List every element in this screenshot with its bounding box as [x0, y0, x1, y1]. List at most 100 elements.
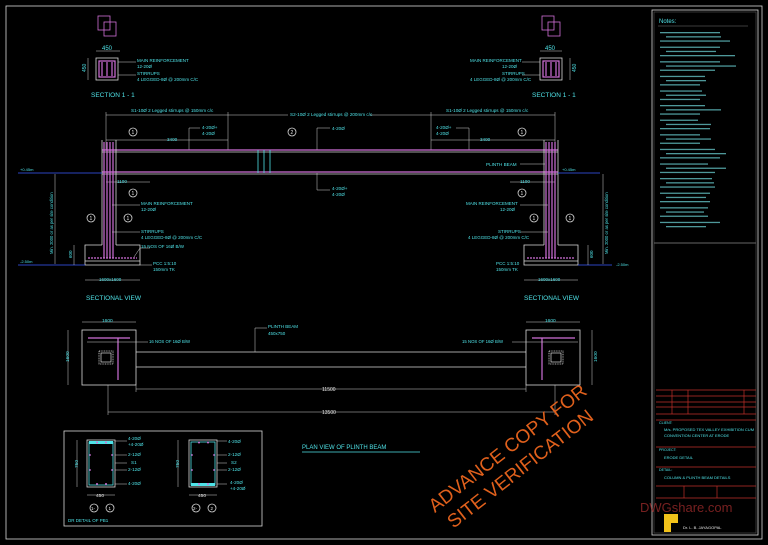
notes-line [660, 163, 708, 165]
drawing-title: COLUMN & PLINTH BEAM DETAILS [664, 475, 731, 480]
level-right: +0.45m [562, 167, 576, 172]
bars-top-end: 4-20Ø [202, 131, 215, 136]
section-title: SECTION 1 - 1 [532, 92, 576, 99]
stamp-line-1: ADVANCE COPY FOR [425, 381, 591, 517]
title-block: Notes: CLIENT: M/s. PROPOSED TEX VALLEY … [640, 19, 756, 532]
dim-1100: 1100 [520, 179, 530, 184]
left-column: +0.45m -2.50m Min. 2000 or as per site c… [18, 140, 203, 302]
notes-line [660, 119, 698, 121]
ground-level-left: -2.50m [20, 259, 33, 264]
footing-width: 1600 [102, 318, 113, 324]
project-location: ERODE DETAIL [664, 455, 694, 460]
notes-line [666, 65, 736, 67]
beam-width: 450 [96, 493, 104, 499]
stirrups-value: 4 LEGGED-8Ø @ 200mm C/C [137, 77, 199, 82]
section-marker: 1 [132, 191, 135, 197]
notes-line [660, 84, 700, 86]
notes-heading: Notes: [659, 19, 677, 25]
plan-view: 1600 1600 16 NOS OF 16Ø B/W PLINTH BEAM … [65, 318, 599, 453]
side-bars: 2-12Ø [228, 452, 241, 457]
stirrup-right-label: S1-10Ø 2 Legged stirrups @ 150mm c/c [446, 108, 529, 113]
notes-line [660, 157, 720, 159]
section-height-dim: 450 [82, 63, 88, 72]
title-block-inner-frame [653, 11, 757, 534]
pcc-thickness: 150mm TK [153, 267, 175, 272]
footing-dim: 1600x1600 [538, 277, 561, 282]
main-reinf-label: MAIN REINFORCEMENT [466, 201, 518, 206]
notes-line [660, 61, 720, 63]
stirrups-label: STIRRUPS [141, 229, 164, 234]
notes-line [660, 207, 708, 209]
plan-beam-size: 450x750 [268, 331, 286, 336]
pcc-label: PCC 1:5:10 [496, 261, 520, 266]
section-marker: 2 [291, 130, 294, 136]
notes-line [660, 215, 708, 217]
main-reinf-label: MAIN REINFORCEMENT [137, 58, 189, 63]
notes-line [660, 46, 720, 48]
notes-line [660, 55, 735, 57]
section-1-1-left: 450 450 MAIN REINFORCEMENT 12-20Ø STIRRU… [82, 15, 199, 99]
section-height-dim: 450 [572, 63, 578, 72]
stirrups-label: STIRRUPS [498, 229, 521, 234]
notes-line [660, 113, 700, 115]
plan-title: PLAN VIEW OF PLINTH BEAM [302, 445, 386, 451]
side-bars: 2-12Ø [128, 452, 141, 457]
section-marker: 1 [109, 506, 112, 511]
main-reinf-value: 12-20Ø [502, 64, 518, 69]
section-marker: 1 [132, 130, 135, 136]
notes-line [660, 142, 700, 144]
section-marker: 1- [91, 506, 96, 511]
dim-3400: 3400 [480, 137, 491, 142]
notes-line [660, 32, 720, 34]
bars-top-mid: 4-20Ø [332, 126, 345, 131]
s2-top-bars: 4-20Ø [228, 439, 241, 444]
notes-line [666, 226, 706, 228]
client-label: CLIENT: [659, 421, 673, 425]
notes-line [660, 69, 715, 71]
pcc-thickness: 150mm TK [496, 267, 518, 272]
beam-depth: 750 [175, 460, 181, 468]
sectional-view-title: SECTIONAL VIEW [86, 295, 142, 302]
notes-line [666, 80, 706, 82]
dim-11500: 11500 [322, 387, 336, 393]
main-reinf-value: 12-20Ø [137, 64, 153, 69]
footing-width: 1600 [545, 318, 556, 324]
notes-line [660, 201, 710, 203]
notes-line [666, 211, 704, 213]
bars-bottom-mid: 4-20Ø+ [332, 186, 348, 191]
section-width-dim: 450 [102, 46, 113, 52]
s1-top-bars: 4-20Ø [128, 436, 141, 441]
stirrups-value: 4 LEGGED-8Ø @ 200mm C/C [468, 235, 530, 240]
bars-top-end: 4-20Ø+ [202, 125, 218, 130]
stirrup-mid-label: S2-10Ø 2 Legged stirrups @ 200mm c/c [290, 112, 373, 117]
notes-line [660, 134, 700, 136]
footing-depth: 600 [68, 250, 73, 258]
project-label: PROJECT: [659, 448, 677, 452]
notes-line [660, 90, 702, 92]
consultant-name: Dr. L. B. JAYAGOPAL [683, 525, 722, 530]
beam-width: 450 [198, 493, 206, 499]
stirrup-left-label: S1-10Ø 2 Legged stirrups @ 150mm c/c [131, 108, 214, 113]
side-bars: 2-12Ø [128, 467, 141, 472]
s2-bottom-bars: +4-20Ø [230, 486, 246, 491]
footing-height: 1600 [65, 351, 71, 362]
plinth-beam-label: PLINTH BEAM [486, 162, 517, 167]
notes-line [666, 138, 711, 140]
sectional-view: S1-10Ø 2 Legged stirrups @ 150mm c/c S2-… [18, 106, 629, 302]
dim-1100: 1100 [117, 179, 127, 184]
s1-top-bars: +4-20Ø [128, 442, 144, 447]
notes-line [660, 75, 705, 78]
main-reinf-value: 12-20Ø [141, 207, 157, 212]
level-left: +0.45m [20, 167, 34, 172]
section-marker: 1 [127, 216, 130, 222]
plan-bars-right: 15 NOS OF 16Ø B/W [462, 339, 504, 344]
dim-13500: 13500 [322, 410, 336, 416]
stirrups-value: 4 LEGGED-8Ø @ 200mm C/C [141, 235, 203, 240]
notes-line [666, 94, 706, 96]
detail-label: DETAIL: [659, 468, 672, 472]
beam-depth: 750 [74, 460, 80, 468]
pcc-label: PCC 1:5:10 [153, 261, 177, 266]
notes-line [666, 167, 726, 169]
stirrups-label: STIRRUPS [137, 71, 160, 76]
